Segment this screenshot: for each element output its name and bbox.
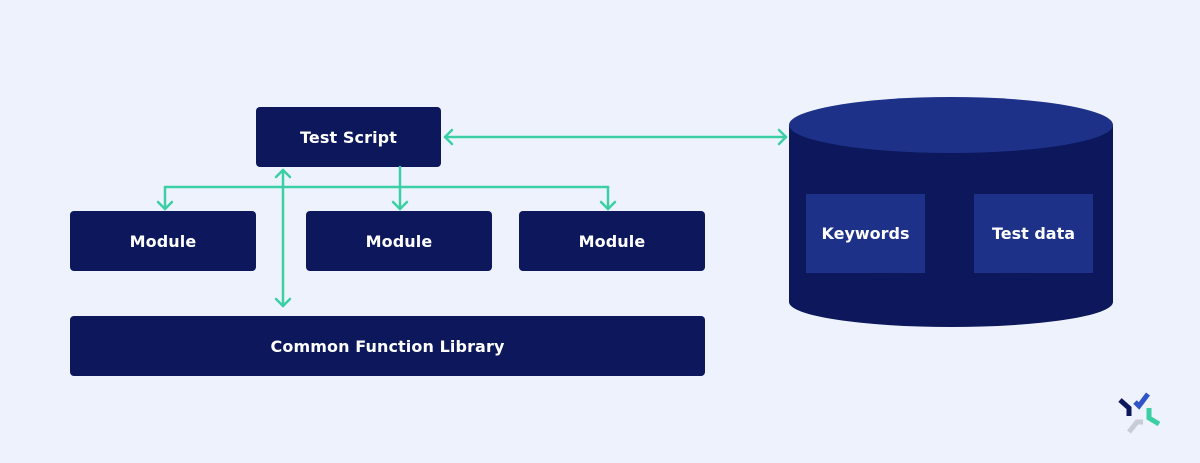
arrowhead-left-script [443,128,454,146]
arrowhead-module-2 [391,200,409,211]
test-script-box: Test Script [256,107,441,167]
arrowhead-up-script [274,168,292,179]
database-bottom [789,277,1113,327]
brand-logo-icon [1118,392,1161,434]
module-box-3: Module [519,211,705,271]
test-data-box: Test data [974,194,1093,273]
module-box-2: Module [306,211,492,271]
arrowhead-module-1 [156,200,174,211]
arrowhead-right-database [777,128,788,146]
arrowhead-module-3 [599,200,617,211]
arrowhead-down-library [274,297,292,308]
common-function-library-box: Common Function Library [70,316,705,376]
module-box-1: Module [70,211,256,271]
keywords-box: Keywords [806,194,925,273]
database-top [789,97,1113,153]
